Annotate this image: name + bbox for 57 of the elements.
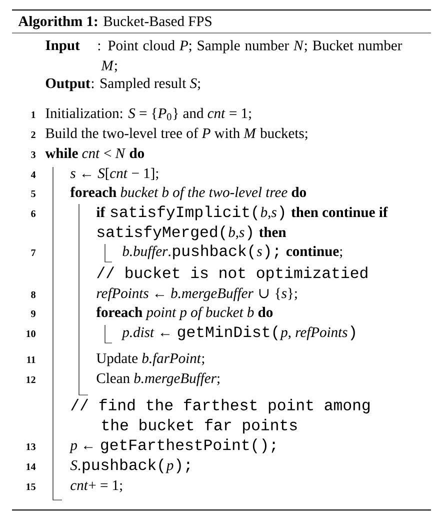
code-function: ) (350, 326, 355, 340)
code-text: b,s (260, 206, 276, 220)
code-text: Update b.farPoint; (96, 352, 204, 366)
code-function: satisfyImplicit( (110, 206, 258, 220)
code-function: satisfyMerged( (97, 226, 226, 240)
code-function: getFarthestPoint(); (101, 438, 276, 454)
line-number: 13 (26, 443, 36, 450)
line-number: 10 (26, 330, 36, 338)
code-text: p ← (69, 443, 93, 454)
code-function: ); (265, 244, 278, 260)
code-text: p.dist ← (121, 326, 170, 340)
field-label: Input (46, 40, 80, 54)
code-text: p (166, 463, 174, 474)
code-function: // bucket is not optimizatied (97, 266, 368, 282)
code-text: : Sampled result S; (92, 78, 200, 92)
code-text: then continue if (291, 206, 388, 218)
code-text: while cnt < N do (45, 148, 144, 158)
code-text: Clean b.mergeBuffer; (96, 372, 220, 386)
code-function: ) (248, 226, 252, 240)
line-number: 4 (30, 171, 36, 178)
code-text: {s}; (276, 288, 297, 300)
code-text: foreach point p of bucket b do (96, 306, 273, 320)
union-symbol: ∪ (259, 289, 268, 298)
code-function: ); (176, 458, 190, 474)
line-number: 12 (26, 376, 36, 383)
code-text: S. (70, 460, 80, 470)
line-number: 3 (31, 151, 36, 158)
line-number: 9 (31, 310, 36, 318)
code-text: if (96, 206, 106, 217)
line-number: 6 (31, 210, 36, 218)
code-text: Build the two-level tree of P with M buckets; (46, 128, 308, 140)
line-number: 5 (31, 190, 36, 198)
code-text: refPoints ← b.mergeBuffer (96, 288, 254, 302)
code-text: s (256, 249, 262, 256)
line-number: 11 (27, 356, 36, 363)
code-text: b.buffer. (122, 246, 170, 260)
code-text: foreach bucket b of the two-level tree do (70, 186, 306, 200)
code-text: Initialization: S = {P$_{0}$} and cnt = 1; (46, 108, 251, 120)
code-function: ) (280, 206, 284, 220)
code-text: then (259, 226, 286, 238)
code-function: getMinDist( (178, 326, 278, 340)
code-text: b,s (228, 226, 244, 240)
line-number: 1 (32, 111, 36, 118)
line-number: 8 (31, 291, 36, 298)
line-number: 15 (26, 483, 36, 490)
code-function: pushback( (173, 244, 254, 260)
code-function: pushback( (82, 458, 164, 474)
line-number: 2 (31, 131, 36, 138)
algorithm-title: Algorithm 1: Bucket-Based FPS (18, 16, 212, 30)
input-text: : Point cloud P; Sample number N; Bucket number M; (98, 40, 402, 72)
line-number: 14 (26, 463, 36, 470)
line-number: 7 (31, 249, 36, 256)
code-text: s ← S[cnt − 1]; (70, 168, 158, 180)
field-label: Output (46, 78, 90, 92)
code-text: continue; (286, 246, 342, 258)
code-text: cnt+ = 1; (70, 480, 122, 492)
code-text: p, refPoints (280, 326, 348, 340)
